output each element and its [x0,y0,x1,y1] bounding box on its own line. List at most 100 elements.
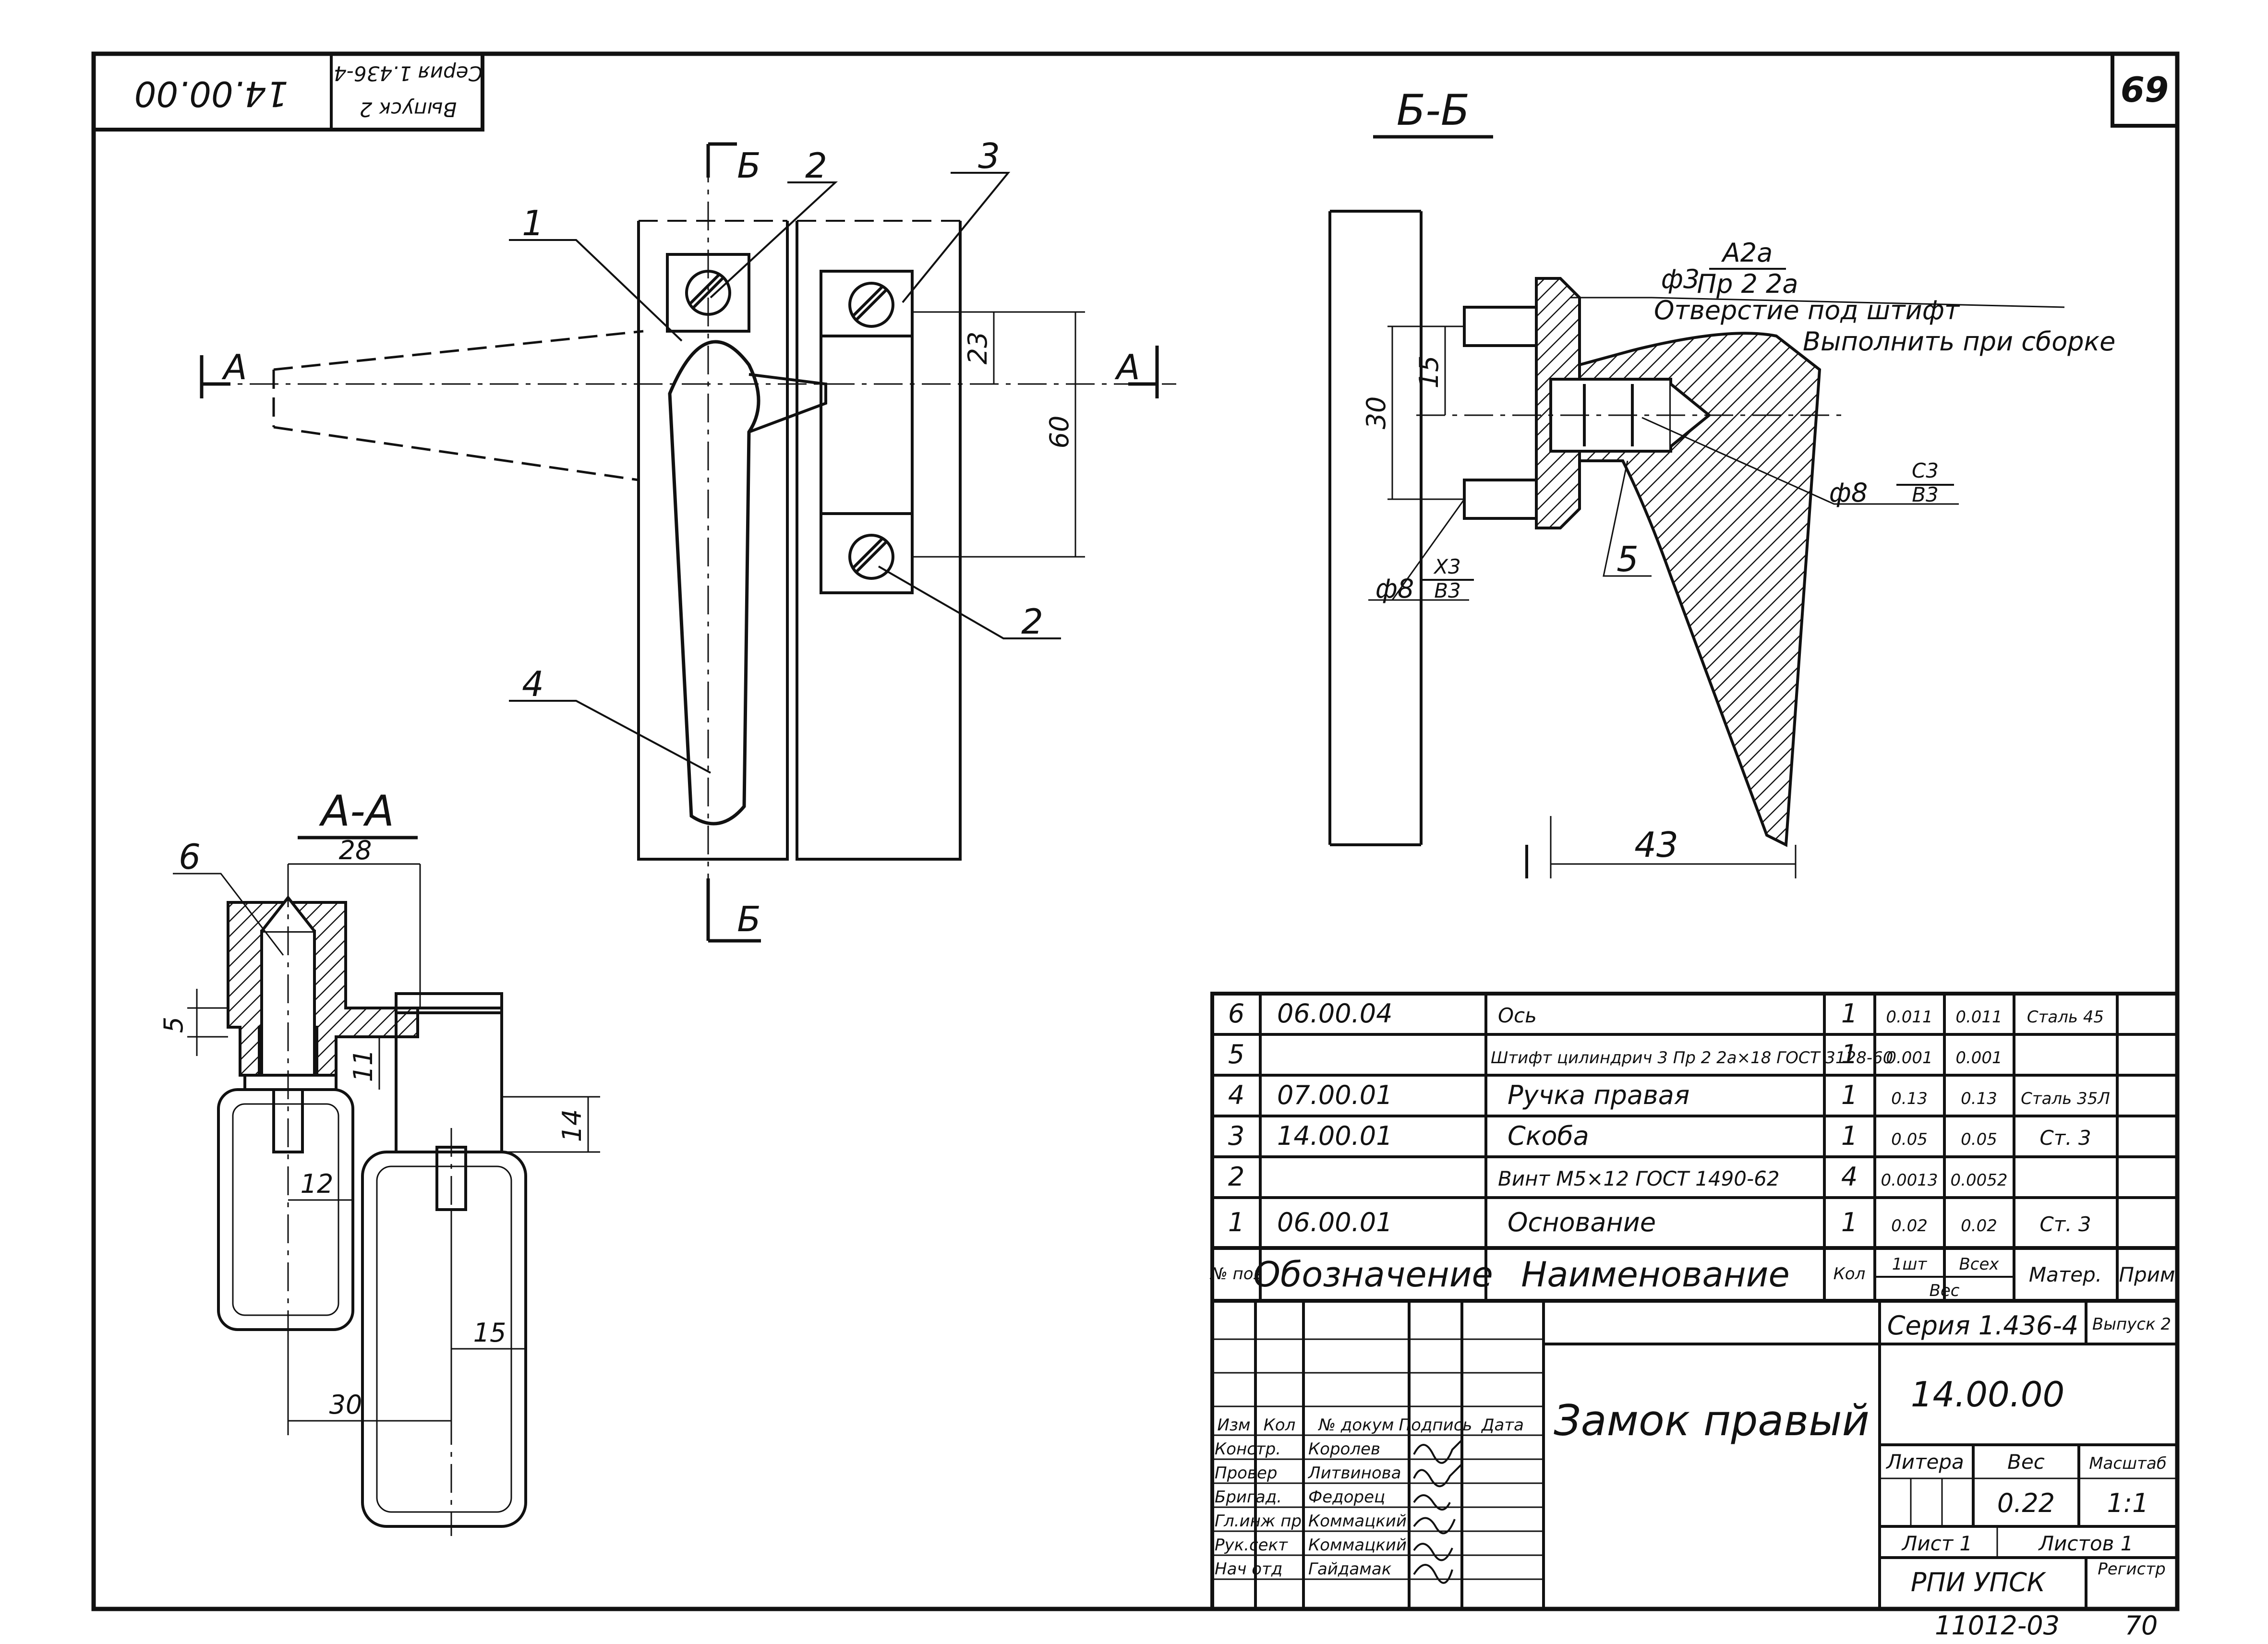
corner-stamp-code: 14.00.00 [134,73,289,114]
header-wall: Всех [1959,1255,1999,1274]
section-aa-view [173,863,600,1536]
ves-label: Вес [2007,1450,2045,1474]
header-pos: № поз [1209,1264,1262,1284]
part-row-1-w1: 0.02 [1891,1216,1928,1236]
header-note: Прим [2119,1263,2175,1286]
part-row-6-designation: 06.00.04 [1277,998,1392,1029]
leader-label-6: 6 [179,837,201,877]
section-bb-title: Б-Б [1397,85,1470,135]
part-row-5-pos: 5 [1228,1039,1244,1069]
dim-28: 28 [339,835,372,865]
archive-number: 11012-03 [1935,1610,2060,1641]
leader-label-5: 5 [1617,539,1639,579]
title-block [1210,1299,2179,1611]
scale-value: 1:1 [2107,1488,2149,1518]
sheet-frame [91,51,2180,1611]
hole-note-line-1: Отверстие под штифт [1654,295,1960,325]
part-row-5-qty: 1 [1841,1039,1858,1069]
header-weight: Вес [1930,1281,1960,1300]
section-bb-view [1328,210,2065,878]
part-row-3-pos: 3 [1228,1121,1244,1151]
part-row-5-wall: 0.001 [1955,1048,2002,1068]
part-row-1-wall: 0.02 [1961,1216,1997,1236]
sheet-label: Лист 1 [1901,1532,1973,1555]
dim-30-aa: 30 [329,1390,362,1420]
leader-label-1: 1 [522,203,544,243]
part-row-3-qty: 1 [1841,1121,1858,1151]
person-name-4: Коммацкий [1308,1512,1407,1531]
header-qty: Кол [1834,1264,1866,1284]
cut-mark-a-right: А [1114,347,1140,387]
dim-43: 43 [1634,825,1678,865]
section-aa-title: А-А [319,786,394,836]
part-row-2-wall: 0.0052 [1951,1171,2008,1190]
corner-stamp: 14.00.00 Серия 1.436-4 Выпуск 2 [134,62,483,121]
part-row-1-pos: 1 [1228,1207,1244,1237]
dim-30: 30 [1361,396,1391,430]
part-row-4-material: Сталь 35Л [2021,1089,2110,1108]
cut-mark-a-left: А [221,347,247,387]
part-row-3-designation: 14.00.01 [1277,1121,1392,1151]
part-row-1-material: Ст. 3 [2039,1212,2091,1236]
part-row-6-wall: 0.011 [1955,1008,2002,1027]
col-date: Дата [1481,1416,1524,1435]
leader-label-3: 3 [978,136,1000,176]
parts-table [1210,992,2179,1303]
col-sign: Подпись [1399,1416,1472,1435]
part-row-1-qty: 1 [1841,1207,1858,1237]
part-row-3-wall: 0.05 [1961,1130,1997,1149]
masshtab-label: Масштаб [2089,1454,2167,1473]
part-row-3-name: Скоба [1508,1121,1589,1151]
part-row-6-material: Сталь 45 [2027,1008,2104,1027]
part-row-4-qty: 1 [1841,1080,1858,1110]
fit-hole-upper: А2а [1721,238,1773,268]
part-row-1-name: Основание [1508,1207,1656,1237]
person-role-3: Бригад. [1215,1488,1282,1507]
fit-hole-lower: Пр 2 2а [1697,269,1798,299]
register-label: Регистр [2098,1560,2165,1579]
dim-5: 5 [158,1017,189,1033]
dim-60: 60 [1044,416,1074,449]
title-series: Серия 1.436-4 [1887,1310,2078,1341]
header-material: Матер. [2029,1263,2102,1286]
signatures [1413,1439,1463,1584]
part-row-4-name: Ручка правая [1508,1080,1689,1110]
person-name-6: Гайдамак [1308,1560,1392,1579]
fit-hole-diameter: ф3 [1661,264,1700,294]
part-row-6-qty: 1 [1841,998,1858,1029]
part-row-5-name: Штифт цилиндрич 3 Пр 2 2а×18 ГОСТ 3128-6… [1491,1048,1893,1068]
footer-page: 70 [2125,1610,2158,1641]
dim-11: 11 [348,1049,378,1082]
title-block-text: Серия 1.436-4 Выпуск 2 14.00.00 Замок пр… [1215,1310,2171,1597]
col-kol: Кол [1264,1416,1296,1435]
parts-table-rows: 6 06.00.04 Ось 1 0.011 0.011 Сталь 45 5 … [1209,998,2175,1300]
part-row-6-w1: 0.011 [1886,1008,1932,1027]
header-name: Наименование [1521,1254,1790,1295]
dim-12: 12 [301,1169,334,1199]
col-doc: № докум [1318,1416,1394,1435]
corner-stamp-series: Серия 1.436-4 [334,62,483,85]
sheets-label: Листов 1 [2038,1532,2134,1555]
col-izm: Изм [1217,1416,1250,1435]
part-row-3-material: Ст. 3 [2039,1126,2091,1150]
person-role-5: Рук.сект [1215,1536,1288,1555]
fit-right-diameter: ф8 [1829,478,1868,508]
fit-left-upper: Х3 [1433,555,1461,578]
title-code: 14.00.00 [1911,1374,2065,1415]
person-name-3: Федорец [1308,1488,1385,1507]
person-role-4: Гл.инж пр [1215,1512,1302,1531]
leader-label-4: 4 [522,664,544,704]
part-row-1-designation: 06.00.01 [1277,1207,1392,1237]
litera-label: Литера [1885,1450,1964,1474]
part-row-2-name: Винт М5×12 ГОСТ 1490-62 [1498,1167,1780,1190]
person-role-6: Нач отд [1215,1560,1282,1579]
part-row-4-wall: 0.13 [1961,1089,1997,1108]
person-name-2: Литвинова [1307,1464,1401,1483]
person-role-1: Констр. [1215,1440,1281,1459]
leader-label-2-bottom: 2 [1021,601,1043,642]
part-row-4-pos: 4 [1228,1080,1244,1110]
header-w1: 1шт [1892,1255,1928,1274]
front-view [200,142,1176,943]
part-row-6-name: Ось [1498,1004,1537,1027]
